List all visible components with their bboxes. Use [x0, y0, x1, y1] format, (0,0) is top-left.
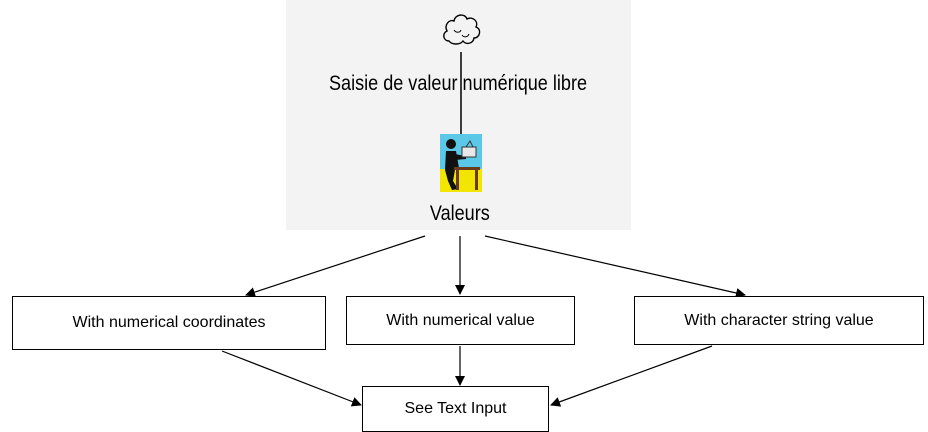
top-node-label: Saisie de valeur numérique libre	[329, 72, 587, 95]
worker-at-desk-icon	[440, 134, 482, 192]
middle-node-label: Valeurs	[430, 202, 490, 225]
branch-numerical-coordinates: With numerical coordinates	[12, 296, 326, 350]
arrow-to-string-value	[484, 235, 746, 298]
arrow-string-to-text	[550, 345, 713, 407]
arrow-coordinates-to-text	[221, 350, 362, 407]
cloud-icon	[443, 14, 481, 45]
arrow-to-coordinates	[245, 235, 426, 297]
branch-character-string-value: With character string value	[634, 296, 924, 345]
branch-numerical-value: With numerical value	[346, 296, 575, 345]
see-text-input-node: See Text Input	[362, 386, 549, 432]
